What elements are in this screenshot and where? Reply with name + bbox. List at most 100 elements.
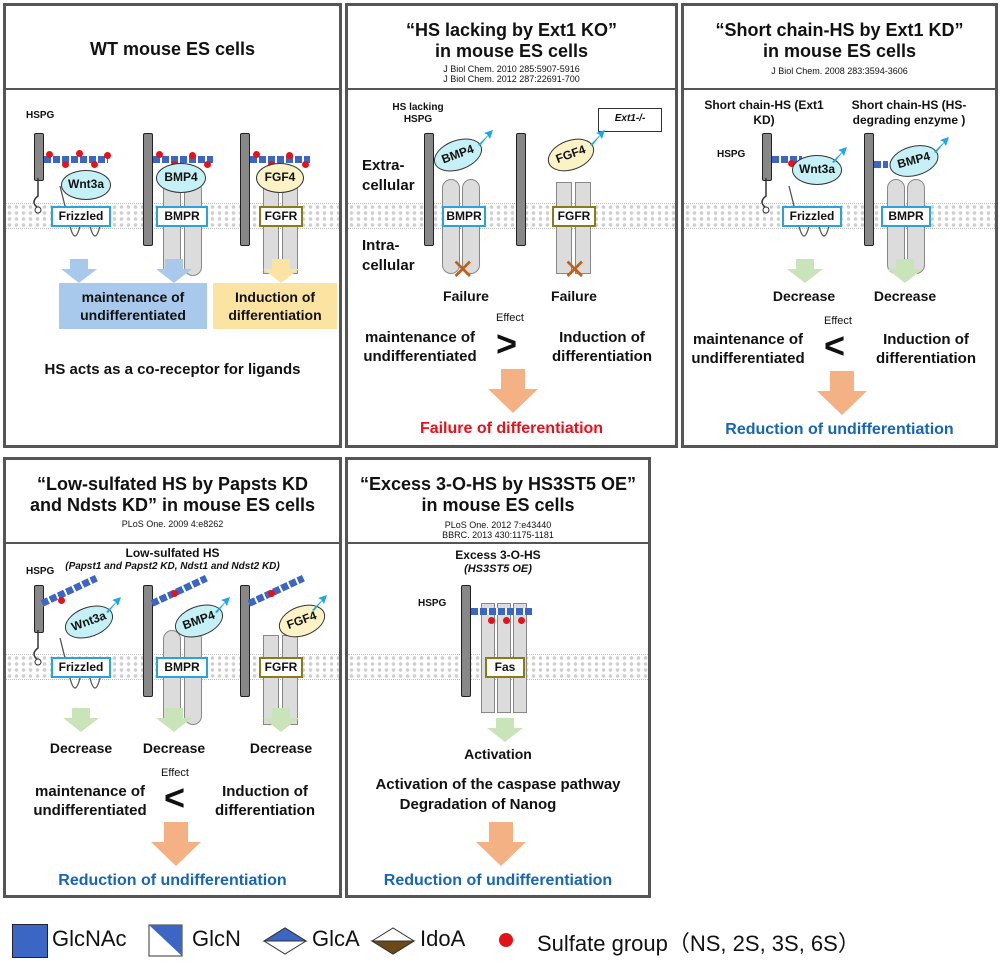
hspg-anchor [33,630,42,666]
outcome-label: Decrease [49,740,113,756]
frizzled-receptor: Frizzled [51,657,111,678]
hs-chain [247,574,305,607]
legend-label: GlcNAc [52,926,127,951]
hs-chain [772,156,802,163]
fgfr-receptor: FGFR [259,657,303,678]
bmpr-receptor: BMPR [442,206,486,227]
idoa-diamond-icon [370,927,416,955]
effect-label: Effect [161,767,189,779]
hspg-core-protein [424,133,434,246]
reference: PLoS One. 2012 7:e43440 [444,520,552,530]
membrane [348,203,675,229]
release-arrow-icon [590,130,605,146]
maintenance-box: maintenance of undifferentiated [59,283,207,329]
reference: J Biol Chem. 2010 285:5907-5916 [443,64,580,74]
sulfate-dot [503,617,510,624]
sulfate-dot [104,152,111,159]
result-arrow [151,822,201,866]
effect-label: Effect [496,312,524,324]
sulfate-dot [302,161,309,168]
result-arrow [488,369,538,413]
outcome-label: Decrease [873,288,937,304]
panel-title-line2: in mouse ES cells [762,41,917,61]
maintenance-text: maintenance of undifferentiated [363,329,477,365]
sulfate-dot [62,161,69,168]
hs-chain [874,161,888,168]
outcome-label: Decrease [249,740,313,756]
fas-receptor: Fas [485,657,525,678]
result-arrow [476,822,526,866]
sulfate-dot [204,161,211,168]
hs-chain [40,574,98,607]
maintenance-text: maintenance of undifferentiated [691,331,805,367]
blocked-x-icon: ✕ [451,254,475,285]
signal-arrow [63,708,99,732]
panel-title-line2: in mouse ES cells [434,41,589,61]
hspg-label: HSPG [717,149,746,160]
signal-arrow [156,708,192,732]
hs-chain [150,574,208,607]
bmp4-ligand: BMP4 [156,163,206,193]
legend-label: IdoA [420,926,466,951]
glcn-half-square-icon [148,924,183,957]
signal-arrow [263,708,299,732]
sulfate-dot [76,150,83,157]
signal-arrow [61,259,97,283]
sulfate-dot [58,597,65,604]
hspg-core-protein [143,133,153,246]
blocked-x-icon: ✕ [563,254,587,285]
intracellular-label: Intra- cellular [362,237,415,274]
panel-header: “Excess 3-O-HS by HS3ST5 OE” in mouse ES… [348,460,648,544]
excess-sublabel: (HS3ST5 OE) [464,563,532,575]
panel-title-line1: “Excess 3-O-HS by HS3ST5 OE” [359,474,637,494]
hs-lacking-label: HS lacking HSPG [392,102,444,125]
panel-ext1-ko: “HS lacking by Ext1 KO” in mouse ES cell… [345,3,678,448]
result-text: Reduction of undifferentiation [725,421,954,438]
sulfate-dot [46,151,53,158]
panel-wt: WT mouse ES cells HSPG Wnt3a Frizzled BM… [3,3,342,448]
sulfate-dot [518,617,525,624]
hspg-core-protein [240,585,250,697]
release-arrow-icon [312,595,327,611]
sulfate-dot [156,151,163,158]
hspg-core-protein [34,585,44,633]
reference: J Biol Chem. 2008 283:3594-3606 [771,66,908,76]
hspg-anchor [33,178,42,214]
short-chain-label: Short chain-HS (HS-degrading enzyme ) [851,98,967,127]
frizzled-receptor: Frizzled [782,206,842,227]
outcome-label: Failure [443,288,489,304]
reference: J Biol Chem. 2012 287:22691-700 [443,74,580,84]
outcome-label: Decrease [142,740,206,756]
receptor-domain [556,182,572,274]
induction-text: Induction of differentiation [552,329,652,365]
hs-chain [471,608,533,615]
comparator: > [496,323,518,364]
sulfate-dot [171,590,178,597]
signal-arrow [156,259,192,283]
maintenance-text: maintenance of undifferentiated [33,783,147,819]
bmpr-receptor: BMPR [156,206,208,227]
hspg-label: HSPG [26,566,55,577]
fgfr-receptor: FGFR [259,206,303,227]
sulfate-dot [788,160,795,167]
hs-chain [44,156,108,163]
genotype-box: Ext1-/- [598,108,662,132]
result-text: Reduction of undifferentiation [58,872,287,889]
panel-ext1-kd: “Short chain-HS by Ext1 KD” in mouse ES … [681,3,998,448]
excess-label: Excess 3-O-HS [455,548,541,562]
release-arrow-icon [832,147,847,163]
fgf4-ligand: FGF4 [256,163,304,193]
panel-title-line2: and Ndsts KD” in mouse ES cells [29,495,316,515]
wnt3a-ligand: Wnt3a [792,155,842,185]
panel-title-line1: “Short chain-HS by Ext1 KD” [715,20,964,40]
hs-chain [250,156,310,163]
wnt3a-ligand: Wnt3a [61,170,111,200]
result-text: Failure of differentiation [419,420,604,437]
low-sulfated-sublabel: (Papst1 and Papst2 KD, Ndst1 and Ndst2 K… [65,561,280,572]
signal-arrow [487,718,523,742]
hspg-core-protein [240,133,250,246]
panel-low-sulfated: “Low-sulfated HS by Papsts KD and Ndsts … [3,457,342,898]
release-arrow-icon [478,130,493,146]
induction-box: Induction of differentiation [213,283,337,329]
